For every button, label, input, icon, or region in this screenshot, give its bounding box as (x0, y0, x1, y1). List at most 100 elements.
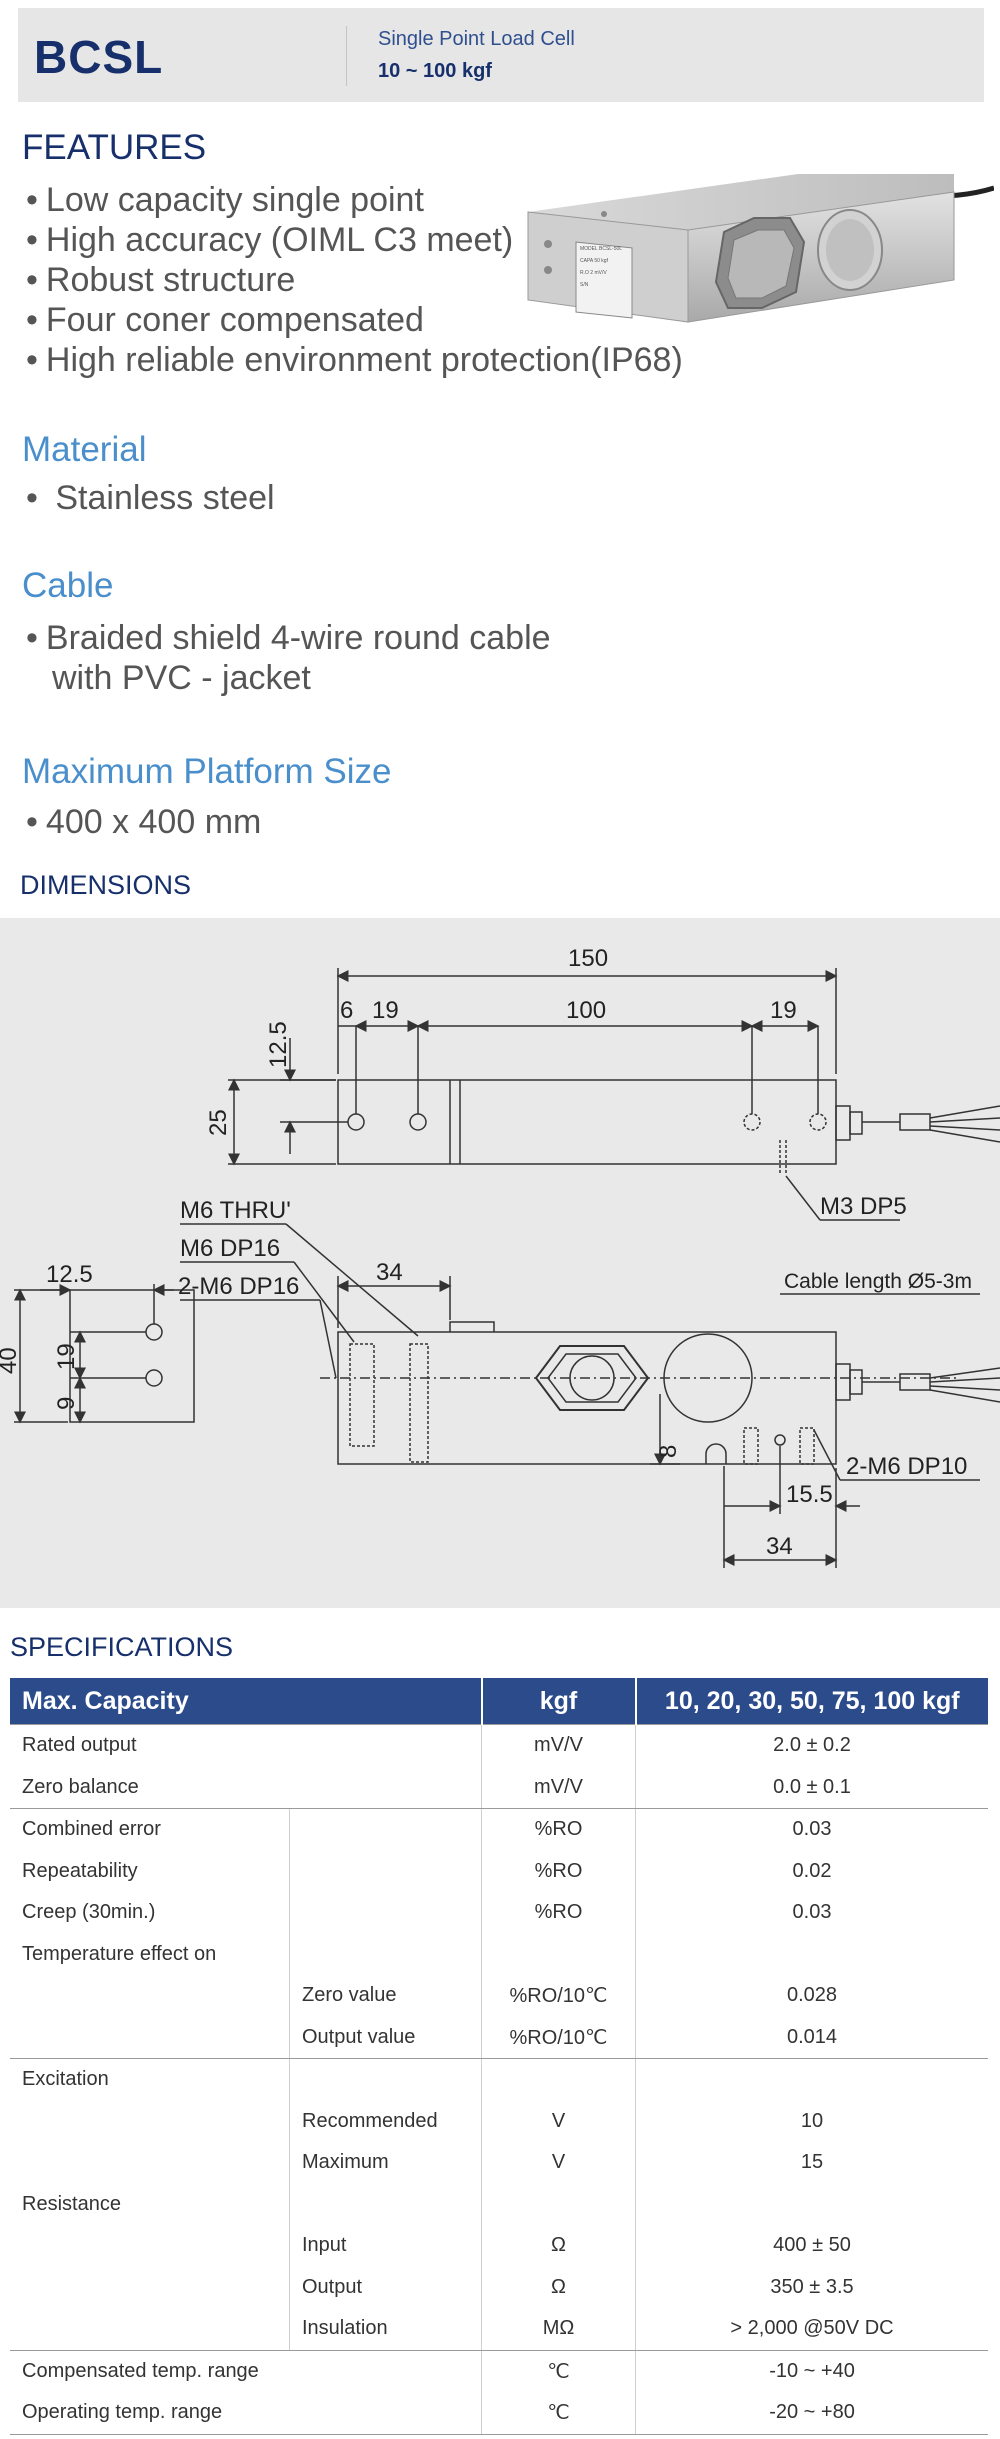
row-sublabel: Insulation (289, 2308, 482, 2351)
row-value: -20 ~ +80 (635, 2392, 988, 2435)
row-label (10, 2016, 290, 2059)
table-row: Maximum V 15 (10, 2142, 988, 2184)
row-label: Compensated temp. range (10, 2350, 482, 2392)
header-value: 10, 20, 30, 50, 75, 100 kgf (635, 1678, 988, 1725)
row-value: 10 (800, 2109, 824, 2132)
row-value: 2.0 ± 0.2 (635, 1724, 988, 1767)
table-header-row: Max. Capacity kgf 10, 20, 30, 50, 75, 10… (10, 1678, 988, 1725)
header-divider (346, 26, 347, 86)
plate-text: R.O 2 mV/V (580, 270, 607, 276)
list-item: Robust structure (26, 260, 683, 300)
row-value: 0.0 ± 0.1 (635, 1766, 988, 1809)
table-row: Excitation (10, 2058, 989, 2101)
row-value (636, 2059, 989, 2101)
dim-25: 25 (205, 1109, 232, 1136)
dim-2m6-dp10: 2-M6 DP10 (846, 1453, 967, 1480)
dim-6: 6 (340, 997, 353, 1024)
table-row: Zero balance mV/V 0.0 ± 0.1 (10, 1766, 988, 1809)
list-item: Low capacity single point (26, 180, 683, 220)
product-subtitle: Single Point Load Cell (378, 28, 575, 50)
product-photo: MODEL BCSL-50L CAPA 50 kgf R.O 2 mV/V S/… (518, 152, 995, 338)
row-label: Combined error (10, 1808, 290, 1851)
row-unit: Ω (481, 2225, 636, 2267)
row-sublabel (289, 1850, 482, 1892)
dim-m3: M3 DP5 (820, 1193, 907, 1220)
features-title: FEATURES (22, 128, 207, 167)
dim-34b: 34 (766, 1533, 793, 1560)
dim-8: 8 (655, 1445, 682, 1458)
specifications-table: Max. Capacity kgf 10, 20, 30, 50, 75, 10… (10, 1678, 988, 2435)
list-item: 400 x 400 mm (26, 802, 261, 842)
material-title: Material (22, 430, 147, 469)
row-sublabel: Output (289, 2266, 482, 2308)
row-label (10, 2142, 290, 2184)
row-label (10, 1975, 290, 2017)
plate-text: S/N (580, 282, 589, 288)
plate-text: MODEL BCSL-50L (580, 246, 622, 252)
row-value: 0.02 (792, 1859, 832, 1882)
row-unit: %RO/10℃ (481, 2016, 636, 2059)
table-row: Operating temp. range ℃ -20 ~ +80 (10, 2392, 988, 2435)
row-sublabel (289, 1808, 482, 1851)
dim-40: 40 (0, 1347, 22, 1374)
dim-9: 9 (53, 1397, 80, 1410)
header-param: Max. Capacity (10, 1678, 483, 1725)
cable-length-note: Cable length Ø5-3m (784, 1270, 972, 1293)
row-value (636, 2184, 989, 2226)
row-value: > 2,000 @50V DC (635, 2308, 988, 2351)
row-sublabel: Maximum (289, 2142, 482, 2184)
list-item: Braided shield 4-wire round cable (26, 618, 551, 658)
dimension-drawing: 150 6 19 100 19 12.5 25 M3 DP5 M6 THRU' … (0, 918, 1000, 1608)
row-label (10, 2266, 290, 2308)
table-row: Insulation MΩ > 2,000 @50V DC (10, 2308, 988, 2351)
dimensions-title: DIMENSIONS (20, 870, 192, 900)
row-sublabel (289, 1892, 482, 1934)
row-label (10, 2308, 290, 2351)
header-unit: kgf (481, 1678, 637, 1725)
row-unit: %RO (481, 1850, 636, 1892)
table-row: Input Ω 400 ± 50 (10, 2225, 988, 2267)
row-value: 400 ± 50 (773, 2234, 851, 2257)
cable-title: Cable (22, 566, 114, 605)
table-row: Output value %RO/10℃ 0.014 (10, 2016, 988, 2059)
table-row: Creep (30min.) %RO 0.03 (10, 1892, 988, 1934)
dim-19a: 19 (372, 997, 399, 1024)
row-label: Operating temp. range (10, 2392, 482, 2435)
row-value: 0.028 (786, 1984, 838, 2007)
features-list: Low capacity single point High accuracy … (26, 180, 683, 380)
top-view-body (337, 1079, 837, 1165)
table-row: Compensated temp. range ℃ -10 ~ +40 (10, 2350, 988, 2392)
row-sublabel (289, 1933, 482, 1975)
material-list: Stainless steel (26, 478, 274, 518)
row-unit: %RO (481, 1892, 636, 1934)
row-unit: mV/V (481, 1724, 636, 1767)
row-label: Zero balance (10, 1766, 482, 1809)
table-row: Output Ω 350 ± 3.5 (10, 2266, 988, 2308)
row-label: Rated output (10, 1724, 482, 1767)
table-row: Resistance (10, 2183, 989, 2226)
dim-19b: 19 (770, 997, 797, 1024)
row-sublabel: Output value (289, 2016, 482, 2059)
row-unit: ℃ (481, 2350, 636, 2392)
row-value (636, 1934, 989, 1976)
dim-12-5b: 12.5 (46, 1261, 93, 1288)
row-unit: mV/V (481, 1766, 636, 1809)
dim-150: 150 (568, 945, 608, 972)
row-unit: %RO (481, 1808, 636, 1851)
dim-19c: 19 (53, 1343, 80, 1370)
row-sublabel: Input (289, 2225, 482, 2267)
row-label: Repeatability (10, 1850, 290, 1892)
row-label: Creep (30min.) (10, 1892, 290, 1934)
row-unit (481, 2183, 636, 2225)
list-item: High reliable environment protection(IP6… (26, 340, 683, 380)
specifications-title: SPECIFICATIONS (10, 1632, 234, 1662)
row-label: Resistance (10, 2183, 290, 2225)
list-item: High accuracy (OIML C3 meet) (26, 220, 683, 260)
capacity-range: 10 ~ 100 kgf (378, 60, 492, 82)
list-item: Stainless steel (26, 478, 274, 518)
cable-list: Braided shield 4-wire round cable with P… (26, 618, 551, 698)
row-unit: ℃ (481, 2392, 636, 2435)
dim-2m6-dp16: 2-M6 DP16 (178, 1273, 299, 1300)
row-unit: Ω (481, 2266, 636, 2308)
row-unit: V (481, 2142, 636, 2184)
